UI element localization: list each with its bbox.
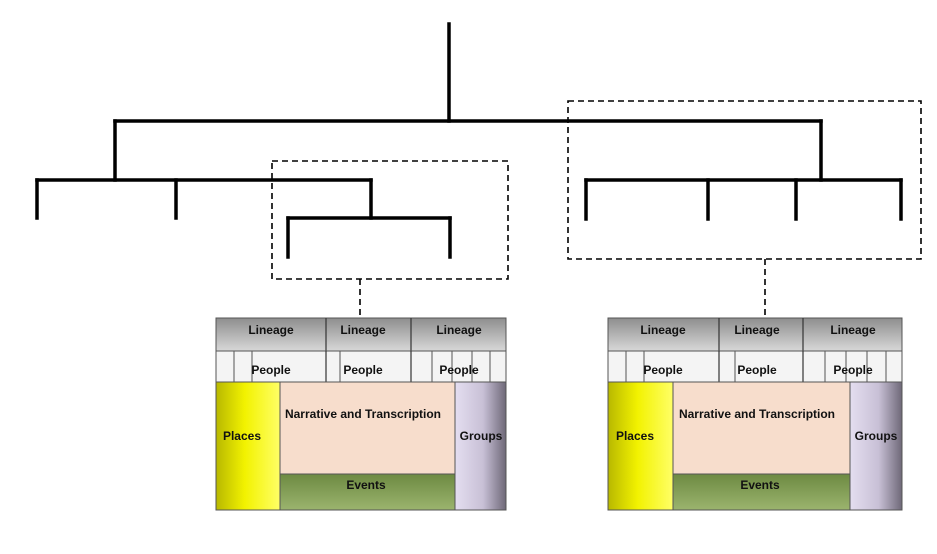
people-label: People — [439, 363, 479, 377]
lineage-label: Lineage — [640, 323, 686, 337]
people-row — [215, 350, 507, 383]
narrative-label: Narrative and Transcription — [285, 407, 441, 421]
people-label: People — [643, 363, 683, 377]
events-label: Events — [740, 478, 780, 492]
groups-box — [454, 381, 507, 511]
people-label: People — [737, 363, 777, 377]
narrative-box — [279, 381, 456, 475]
people-label: People — [343, 363, 383, 377]
groups-label: Groups — [460, 429, 503, 443]
lineage-label: Lineage — [248, 323, 294, 337]
events-label: Events — [346, 478, 386, 492]
people-dividers — [233, 351, 491, 382]
panel-left: Lineage Lineage Lineage People People Pe… — [215, 317, 507, 511]
lineage-label: Lineage — [734, 323, 780, 337]
left-selection-box — [271, 160, 509, 280]
places-label: Places — [223, 429, 261, 443]
places-label: Places — [616, 429, 654, 443]
lineage-label: Lineage — [830, 323, 876, 337]
people-label: People — [833, 363, 873, 377]
places-box — [607, 381, 674, 511]
groups-label: Groups — [855, 429, 898, 443]
groups-box — [849, 381, 903, 511]
people-label: People — [251, 363, 291, 377]
narrative-box — [672, 381, 851, 475]
lineage-label: Lineage — [436, 323, 482, 337]
lineage-label: Lineage — [340, 323, 386, 337]
places-box — [215, 381, 281, 511]
tree-lines — [35, 22, 903, 259]
people-dividers — [625, 351, 887, 382]
right-selection-box — [567, 100, 922, 260]
panel-right: Lineage Lineage Lineage People People Pe… — [607, 317, 903, 511]
narrative-label: Narrative and Transcription — [679, 407, 835, 421]
